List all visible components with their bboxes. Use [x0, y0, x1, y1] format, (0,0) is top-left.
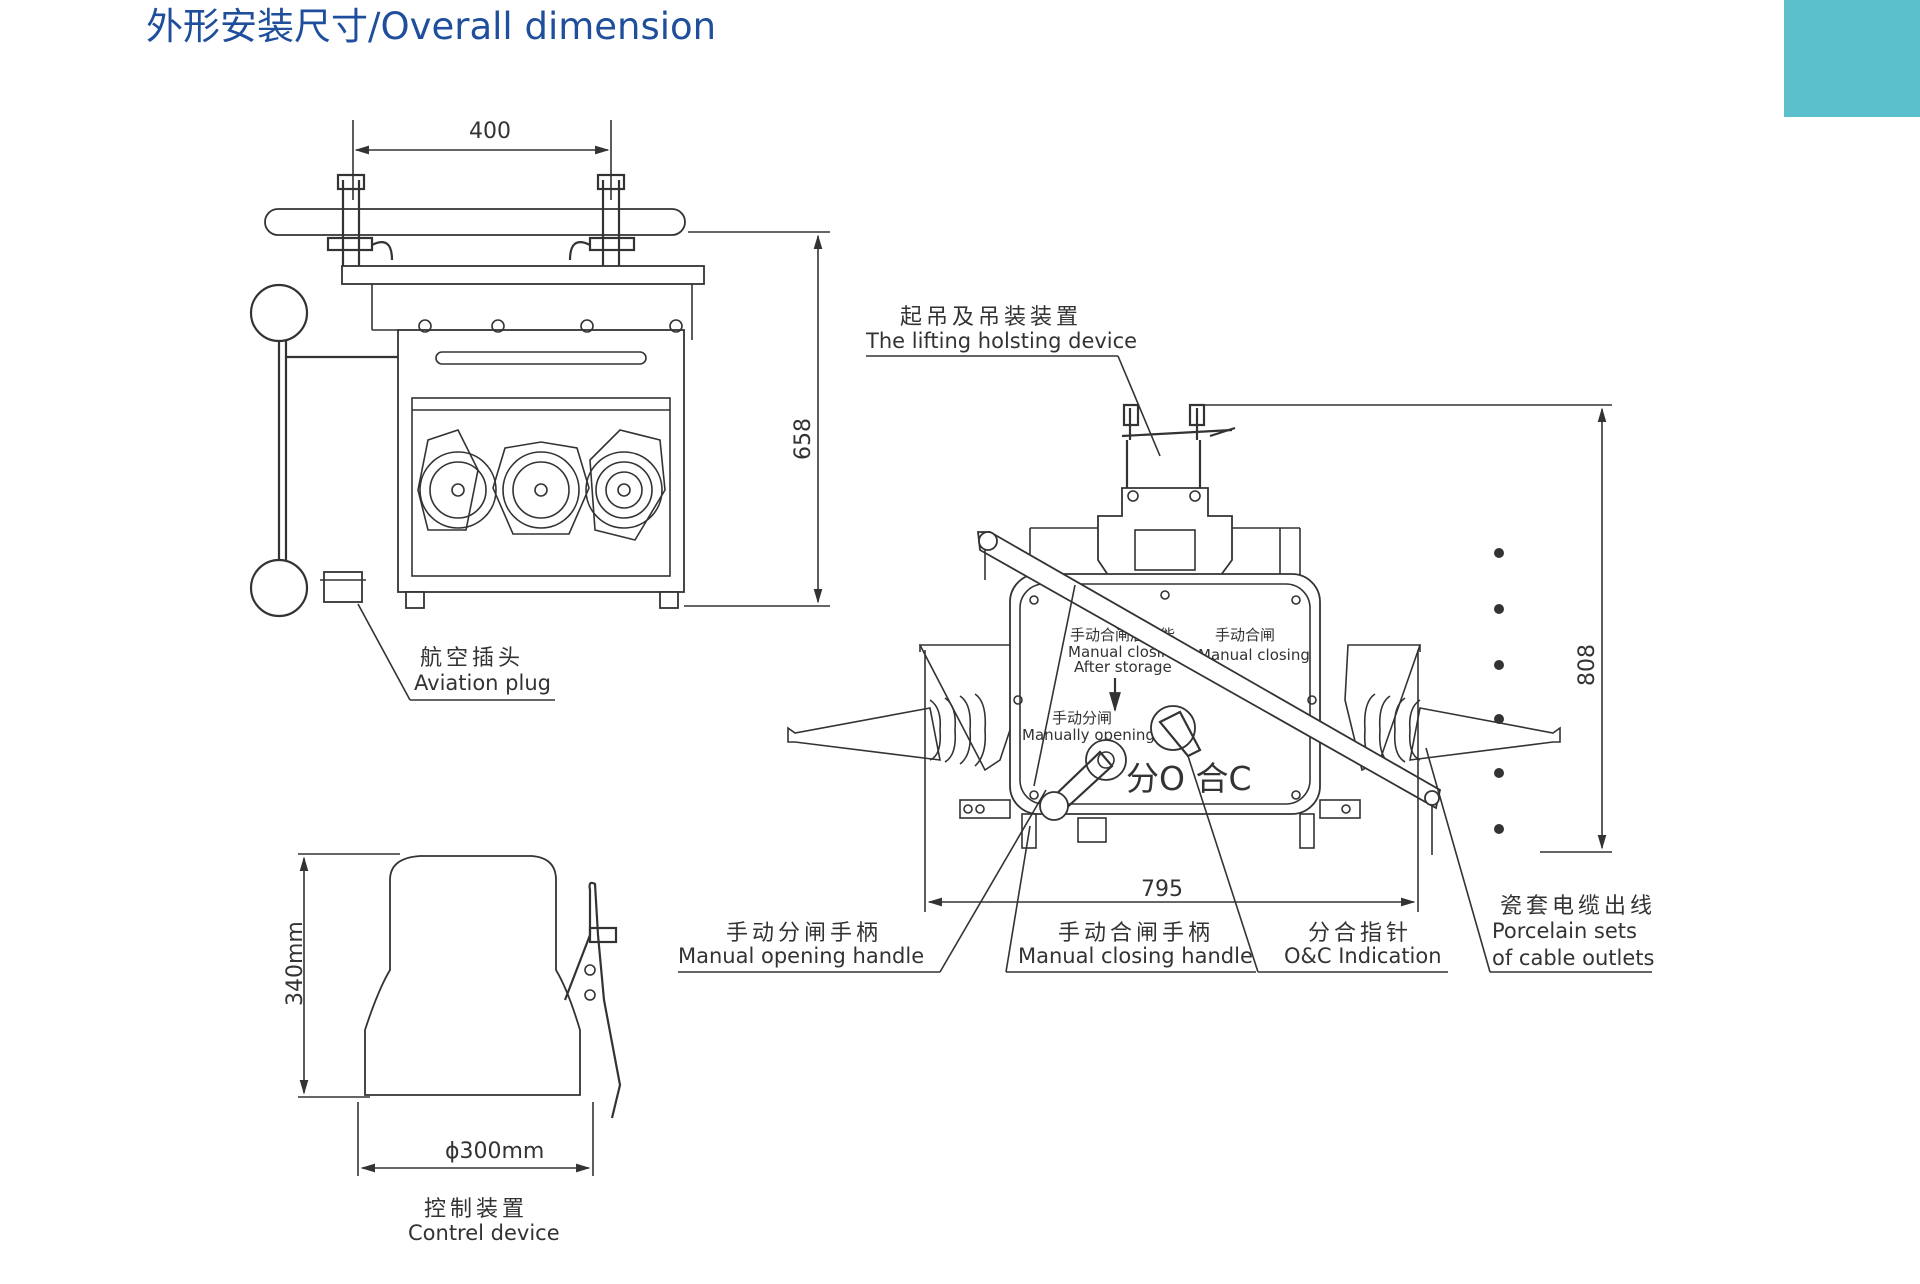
- oc-indication-cn: 分合指针: [1308, 921, 1412, 946]
- panel-closing-en: Manual closing: [1198, 646, 1310, 664]
- dim-795: 795: [1141, 877, 1183, 902]
- lifting-device-callout: 起吊及吊装装置 The lifting holsting device: [865, 305, 1161, 457]
- oc-indication-callout: 分合指针 O&C Indication: [1187, 755, 1448, 973]
- closing-handle-cn: 手动合闸手柄: [1058, 921, 1214, 946]
- opening-handle-cn: 手动分闸手柄: [726, 921, 882, 946]
- aviation-plug-cn: 航空插头: [420, 646, 524, 671]
- lifting-device-cn: 起吊及吊装装置: [900, 305, 1082, 330]
- accent-block: [1784, 0, 1920, 117]
- dim-300mm: ϕ300mm: [445, 1139, 544, 1164]
- opening-handle-callout: 手动分闸手柄 Manual opening handle: [678, 789, 1047, 973]
- panel-closing-storage-en2: After storage: [1074, 658, 1172, 676]
- dim-658: 658: [791, 418, 816, 460]
- porcelain-en1: Porcelain sets: [1492, 919, 1637, 943]
- front-view: 手动合闸后储能 Manual closing After storage 手动合…: [787, 403, 1561, 855]
- dim-height-front: 808: [1200, 404, 1612, 853]
- panel-opening-cn: 手动分闸: [1052, 709, 1112, 727]
- dim-width-front: 795: [924, 650, 1419, 912]
- side-dots: [1494, 548, 1504, 834]
- aviation-plug-en: Aviation plug: [414, 671, 551, 695]
- dim-400: 400: [469, 119, 511, 144]
- aviation-plug-callout: 航空插头 Aviation plug: [357, 603, 555, 701]
- dim-808: 808: [1575, 644, 1600, 686]
- page-title: 外形安装尺寸/Overall dimension: [146, 5, 717, 48]
- lifting-device-en: The lifting holsting device: [865, 329, 1137, 353]
- closing-handle-callout: 手动合闸手柄 Manual closing handle: [1005, 825, 1256, 973]
- control-device-cn: 控制装置: [424, 1197, 528, 1222]
- dim-width-top: 400: [352, 119, 612, 200]
- side-view: [249, 173, 705, 618]
- control-device: 340mm ϕ300mm 控制装置 Contrel device: [283, 853, 622, 1245]
- porcelain-cn: 瓷套电缆出线: [1500, 894, 1656, 919]
- closing-handle-en: Manual closing handle: [1018, 944, 1253, 968]
- dim-340mm: 340mm: [283, 921, 308, 1006]
- oc-indicator-text: 分O 合C: [1126, 759, 1252, 798]
- dim-height-side: 658: [684, 231, 830, 607]
- porcelain-en2: of cable outlets: [1492, 946, 1654, 970]
- porcelain-callout: 瓷套电缆出线 Porcelain sets of cable outlets: [1425, 747, 1656, 973]
- oc-indication-en: O&C Indication: [1284, 944, 1442, 968]
- opening-handle-en: Manual opening handle: [678, 944, 924, 968]
- panel-closing-cn: 手动合闸: [1215, 626, 1275, 644]
- panel-opening-en: Manually opening: [1022, 726, 1155, 744]
- control-device-en: Contrel device: [408, 1221, 560, 1245]
